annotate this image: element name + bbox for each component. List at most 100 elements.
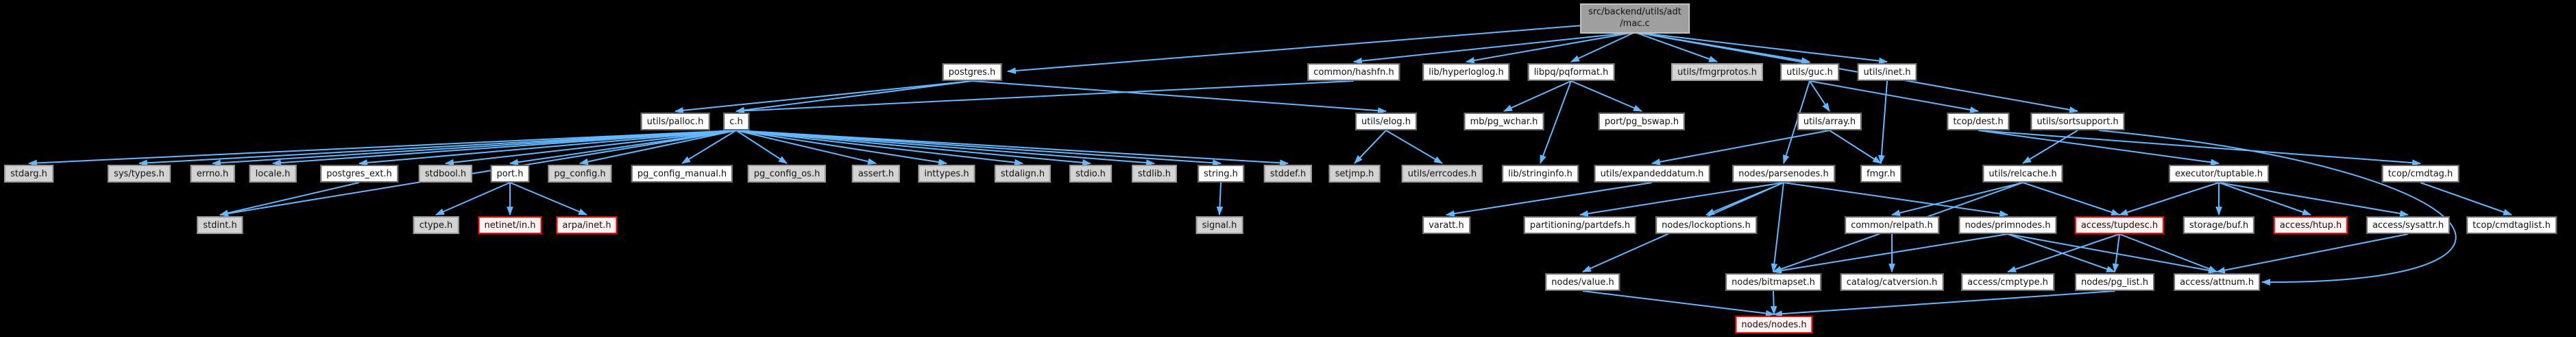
graph-node-netinet[interactable]: netinet/in.h [478, 216, 542, 234]
graph-node-bitmapset[interactable]: nodes/bitmapset.h [1725, 273, 1821, 291]
include-edge-parsenodes-primnodes [1783, 182, 2009, 218]
graph-node-setjmp[interactable]: setjmp.h [1328, 165, 1381, 183]
include-edge-relcache-tupdesc [2022, 182, 2121, 216]
graph-node-hyperloglog[interactable]: lib/hyperloglog.h [1422, 63, 1510, 81]
graph-node-relpath[interactable]: common/relpath.h [1845, 216, 1939, 234]
include-edge-cmdtag-cmdtaglist [2420, 182, 2513, 216]
graph-node-c[interactable]: c.h [723, 113, 749, 130]
graph-node-relcache[interactable]: utils/relcache.h [1982, 165, 2063, 183]
graph-node-primnodes[interactable]: nodes/primnodes.h [1958, 216, 2057, 234]
graph-node-varatt[interactable]: varatt.h [1422, 216, 1470, 234]
graph-node-elog[interactable]: utils/elog.h [1355, 113, 1417, 130]
graph-node-inet[interactable]: utils/inet.h [1857, 63, 1917, 81]
graph-node-value[interactable]: nodes/value.h [1545, 273, 1620, 291]
graph-node-expandeddatum[interactable]: utils/expandeddatum.h [1594, 165, 1710, 183]
include-edge-pqformat-pg_bswap [1570, 80, 1642, 112]
graph-node-signal[interactable]: signal.h [1195, 216, 1243, 234]
graph-node-buf[interactable]: storage/buf.h [2183, 216, 2255, 234]
graph-node-stringinfo[interactable]: lib/stringinfo.h [1502, 165, 1579, 183]
include-edge-relcache-relpath [1891, 182, 2024, 216]
graph-node-port[interactable]: port.h [490, 165, 530, 183]
graph-node-ctype[interactable]: ctype.h [413, 216, 459, 234]
include-edge-parsenodes-bitmapset [1771, 182, 1784, 273]
graph-node-attnum[interactable]: access/attnum.h [2174, 273, 2260, 291]
graph-node-pg_bswap[interactable]: port/pg_bswap.h [1598, 113, 1686, 130]
graph-node-inttypes[interactable]: inttypes.h [918, 165, 975, 183]
graph-node-stdio[interactable]: stdio.h [1069, 165, 1112, 183]
graph-node-fmgr[interactable]: fmgr.h [1860, 165, 1902, 183]
include-edge-tuptable-sysattr [2218, 182, 2409, 217]
graph-node-cmdtag[interactable]: tcop/cmdtag.h [2381, 165, 2459, 183]
graph-node-parsenodes[interactable]: nodes/parsenodes.h [1732, 165, 1835, 183]
graph-node-pg_config_manual[interactable]: pg_config_manual.h [631, 165, 733, 183]
graph-node-stdlib[interactable]: stdlib.h [1132, 165, 1177, 183]
graph-node-guc[interactable]: utils/guc.h [1780, 63, 1839, 81]
include-edge-array-fmgr [1829, 130, 1882, 164]
include-edge-c-stdint [219, 130, 737, 217]
graph-node-dest[interactable]: tcop/dest.h [1947, 113, 2010, 130]
include-edge-c-inttypes [736, 130, 948, 165]
graph-node-errno[interactable]: errno.h [190, 165, 235, 183]
include-edge-c-stddef [736, 130, 1289, 167]
graph-node-hashfn[interactable]: common/hashfn.h [1307, 63, 1400, 81]
graph-node-palloc[interactable]: utils/palloc.h [640, 113, 710, 130]
include-edge-c-postgres_ext [358, 130, 737, 166]
graph-node-stdbool[interactable]: stdbool.h [418, 165, 473, 183]
include-edge-root-fmgrprotos [1634, 32, 1718, 62]
graph-node-root: src/backend/utils/adt /mac.c [1580, 3, 1690, 34]
include-edge-c-stdalign [736, 130, 1024, 166]
include-edge-pqformat-pg_wchar [1503, 80, 1572, 112]
graph-node-cmptype[interactable]: access/cmptype.h [1961, 273, 2054, 291]
graph-node-sysattr[interactable]: access/sysattr.h [2366, 216, 2451, 234]
graph-node-sys_types[interactable]: sys/types.h [108, 165, 171, 183]
include-edge-port-arpa [509, 182, 587, 216]
include-edge-root-sortsupport [1634, 32, 2079, 113]
graph-node-cmdtaglist[interactable]: tcop/cmdtaglist.h [2466, 216, 2557, 234]
graph-node-fmgrprotos[interactable]: utils/fmgrprotos.h [1670, 63, 1764, 81]
graph-node-pg_config[interactable]: pg_config.h [548, 165, 612, 183]
include-edge-root-hashfn [1352, 32, 1636, 65]
graph-node-nodes[interactable]: nodes/nodes.h [1735, 316, 1813, 334]
graph-node-pg_config_os[interactable]: pg_config_os.h [747, 165, 827, 183]
graph-node-locale[interactable]: locale.h [249, 165, 297, 183]
graph-node-tuptable[interactable]: executor/tuptable.h [2168, 165, 2270, 183]
include-edge-sysattr-attnum [2215, 233, 2409, 274]
include-edge-expandeddatum-varatt [1445, 182, 1653, 217]
graph-node-stddef[interactable]: stddef.h [1263, 165, 1313, 183]
include-edge-postgres-elog [971, 80, 1387, 114]
graph-node-tupdesc[interactable]: access/tupdesc.h [2074, 216, 2165, 234]
include-edge-tuptable-tupdesc [2118, 182, 2220, 216]
graph-node-arpa[interactable]: arpa/inet.h [556, 216, 618, 234]
include-edge-root-postgres [1006, 24, 1592, 74]
graph-node-array[interactable]: utils/array.h [1797, 113, 1862, 130]
graph-node-lockoptions[interactable]: nodes/lockoptions.h [1655, 216, 1757, 234]
graph-node-string[interactable]: string.h [1198, 165, 1244, 183]
include-edge-hashfn-c [735, 80, 1354, 115]
graph-node-catversion[interactable]: catalog/catversion.h [1840, 273, 1944, 291]
include-edge-parsenodes-lockoptions [1705, 182, 1784, 216]
graph-node-partdefs[interactable]: partitioning/partdefs.h [1523, 216, 1637, 234]
include-edge-root-pqformat [1570, 32, 1636, 62]
graph-node-stdint[interactable]: stdint.h [197, 216, 243, 234]
include-edge-primnodes-bitmapset [1772, 233, 2008, 274]
graph-node-pg_wchar[interactable]: mb/pg_wchar.h [1463, 113, 1544, 130]
include-edge-pg_list-nodes [1773, 290, 2115, 318]
graph-node-postgres_ext[interactable]: postgres_ext.h [320, 165, 398, 183]
graph-node-errcodes[interactable]: utils/errcodes.h [1401, 165, 1483, 183]
include-edge-root-inet [1634, 32, 1888, 65]
include-edge-elog-errcodes [1385, 130, 1443, 164]
graph-node-assert[interactable]: assert.h [851, 165, 901, 183]
graph-node-postgres[interactable]: postgres.h [942, 63, 1002, 81]
graph-node-pqformat[interactable]: libpq/pqformat.h [1527, 63, 1615, 81]
graph-node-stdarg[interactable]: stdarg.h [4, 165, 53, 183]
include-edge-tupdesc-attnum [2119, 233, 2218, 272]
include-edge-c-pg_config_manual [681, 130, 737, 164]
graph-node-sortsupport[interactable]: utils/sortsupport.h [2030, 113, 2125, 130]
graph-node-htup[interactable]: access/htup.h [2273, 216, 2348, 234]
include-edge-value-nodes [1582, 290, 1775, 317]
include-edge-pqformat-stringinfo [1540, 80, 1572, 165]
graph-node-pg_list[interactable]: nodes/pg_list.h [2074, 273, 2155, 291]
graph-node-stdalign[interactable]: stdalign.h [994, 165, 1052, 183]
